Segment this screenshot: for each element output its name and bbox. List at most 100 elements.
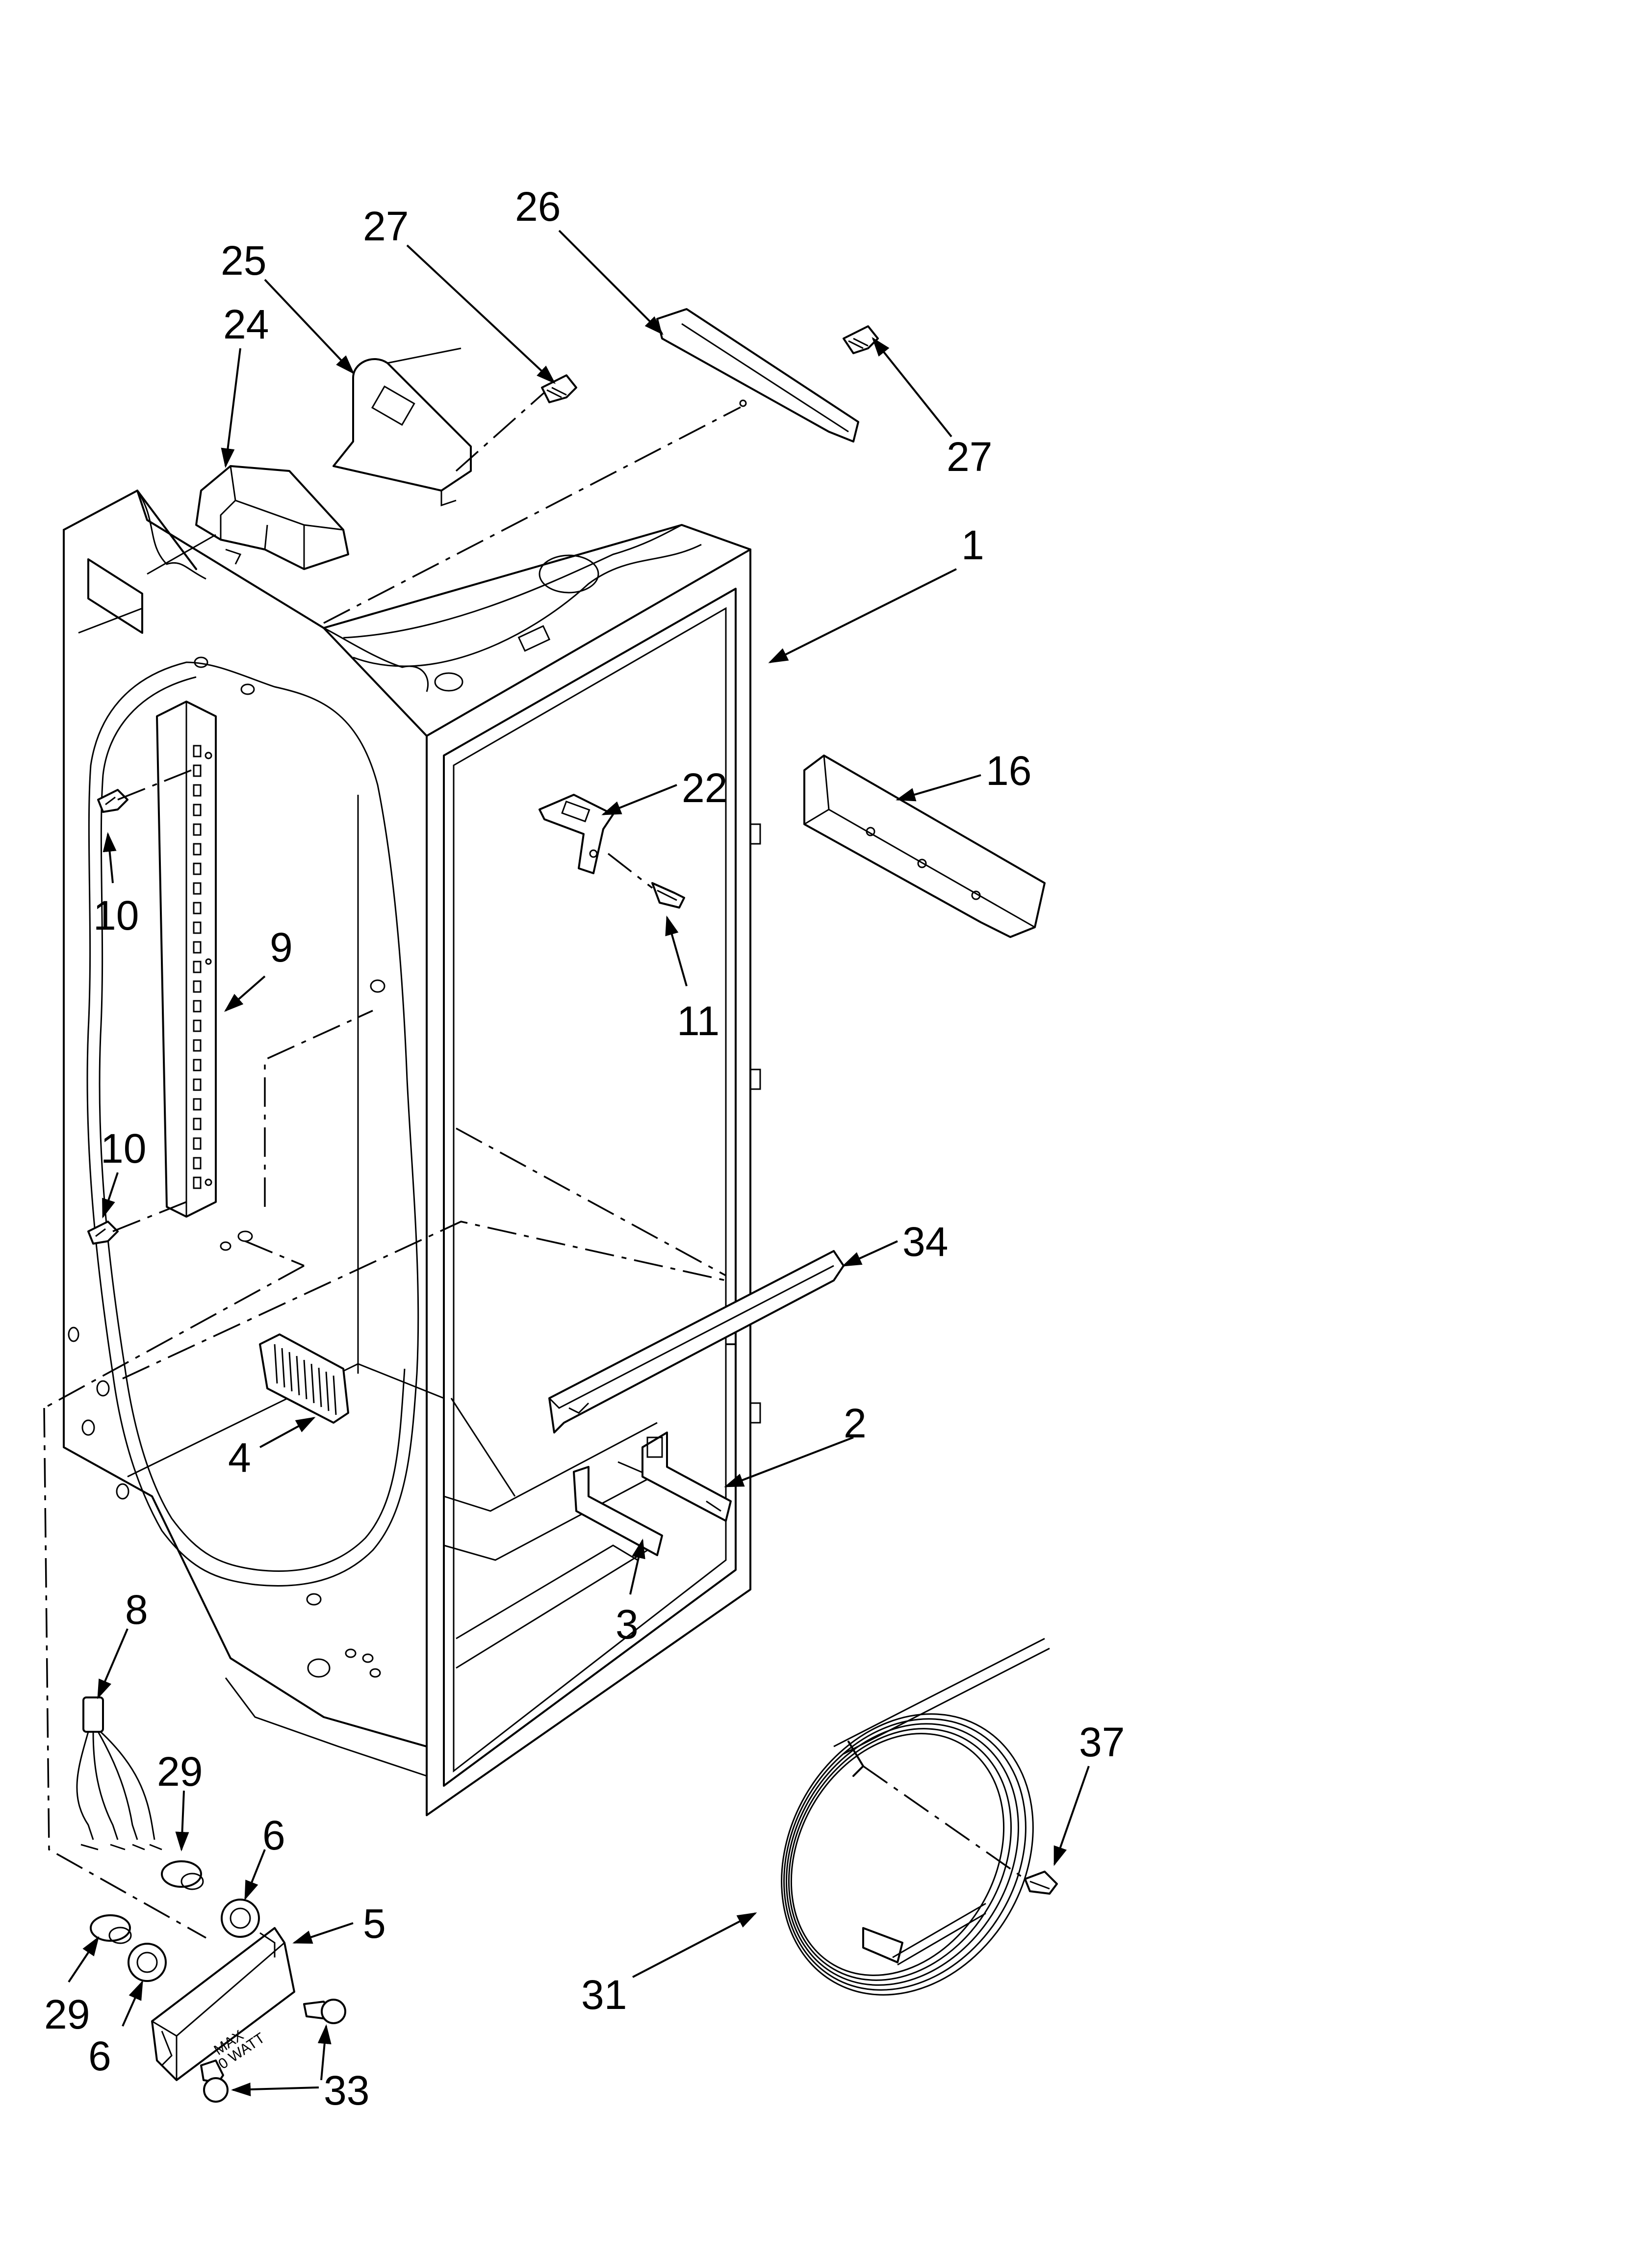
part-9-shelf-ladder [156, 701, 217, 1218]
callout-label: 26 [515, 183, 561, 230]
part-25-light-bracket [333, 347, 472, 507]
part-26-top-channel [656, 308, 859, 443]
callout-11: 11 [665, 915, 719, 1044]
callout-label: 11 [677, 998, 719, 1044]
callout-31: 31 [581, 1912, 757, 2018]
part-31-coiled-tube [781, 1638, 1050, 1996]
ladder-slot [193, 1039, 202, 1052]
callout-9: 9 [224, 924, 293, 1012]
callout-22: 22 [601, 765, 727, 815]
grille-slot [303, 1359, 308, 1400]
part-27-screw-left [541, 374, 577, 403]
callout-1: 1 [768, 522, 984, 663]
callout-5: 5 [292, 1901, 386, 1947]
callout-label: 6 [262, 1812, 285, 1858]
callout-label: 37 [1079, 1719, 1125, 1765]
callout-2: 2 [724, 1400, 867, 1487]
ladder-slot [193, 882, 202, 895]
ladder-slot [193, 1137, 202, 1150]
callout-label: 5 [363, 1901, 386, 1947]
part-4-grille [259, 1333, 349, 1424]
part-3-bracket [573, 1466, 663, 1556]
callout-6-lower: 6 [88, 1980, 143, 2079]
part-5-light-housing: MAX 40 WATT [151, 1927, 295, 2081]
callout-label: 33 [324, 2067, 369, 2113]
callout-label: 27 [363, 203, 409, 249]
callout-label: 31 [581, 1972, 627, 2018]
callout-16: 16 [896, 748, 1031, 802]
callout-label: 24 [223, 301, 269, 347]
callout-6-upper: 6 [244, 1812, 285, 1901]
callout-label: 2 [844, 1400, 867, 1446]
part-37-screw [1024, 1871, 1058, 1895]
cabinet-liner [63, 490, 761, 1816]
ladder-slot [193, 1176, 202, 1189]
ladder-slot [193, 862, 202, 875]
ladder-slot [193, 1157, 202, 1170]
ladder-slot [193, 1118, 202, 1130]
part-24-light-housing [147, 465, 349, 575]
callout-label: 27 [947, 434, 992, 480]
grille-slot [274, 1344, 278, 1384]
ladder-slot [193, 902, 202, 914]
callout-33: 33 [231, 2024, 369, 2113]
ladder-slot [193, 804, 202, 816]
grille-slots [274, 1344, 337, 1415]
ladder-slot [193, 1078, 202, 1091]
callout-34: 34 [842, 1219, 948, 1267]
callout-label: 29 [44, 1991, 90, 2037]
callout-25: 25 [221, 237, 355, 374]
callout-label: 3 [616, 1601, 639, 1647]
grille-slot [288, 1352, 293, 1392]
grille-slot [325, 1371, 330, 1411]
part-22-bracket [539, 794, 614, 874]
part-8-wire-harness [76, 1696, 162, 1851]
part-16-drip-tray [803, 755, 1046, 938]
side-panel-holes [68, 656, 385, 1678]
callout-37: 37 [1053, 1719, 1125, 1866]
grille-slot [281, 1348, 285, 1388]
callout-10-upper: 10 [93, 832, 139, 938]
callout-24: 24 [221, 301, 269, 468]
ladder-slot [193, 921, 202, 934]
ladder-slot [193, 1059, 202, 1071]
callout-27-left: 27 [363, 203, 556, 384]
part-29-socket-lower [90, 1914, 132, 1944]
ladder-slot [193, 980, 202, 993]
ladder-slot [193, 745, 202, 757]
callout-29-upper: 29 [157, 1748, 203, 1851]
callout-label: 4 [228, 1434, 251, 1481]
part-2-bracket [641, 1432, 732, 1522]
part-10-screw-upper [97, 789, 128, 813]
callout-label: 34 [902, 1219, 948, 1265]
callout-label: 8 [125, 1587, 148, 1633]
ladder-slot [193, 941, 202, 954]
grille-slot [333, 1375, 337, 1415]
grille-slot [318, 1367, 322, 1408]
assembly-lines [43, 391, 1026, 1939]
part-34-crossbar [548, 1250, 845, 1434]
callout-label: 10 [93, 892, 139, 938]
callout-label: 6 [88, 2033, 111, 2079]
callout-label: 22 [682, 765, 727, 811]
ladder-slot [193, 961, 202, 973]
callout-label: 9 [270, 924, 293, 970]
callout-4: 4 [228, 1417, 316, 1481]
part-10-screw-lower [87, 1221, 119, 1245]
callout-label: 1 [961, 522, 984, 568]
part-29-socket-upper [161, 1860, 204, 1890]
callout-26: 26 [515, 183, 664, 335]
ladder-slot [193, 1019, 202, 1032]
ladder-slot [193, 843, 202, 856]
grille-slot [310, 1363, 315, 1404]
ladder-slots [193, 745, 202, 1189]
ladder-slot [193, 1098, 202, 1111]
part-11-screw [651, 882, 685, 909]
callout-10-lower: 10 [101, 1125, 146, 1219]
part-6-knob-lower [128, 1943, 167, 1982]
callout-27-right: 27 [872, 337, 992, 480]
callout-label: 10 [101, 1125, 146, 1172]
part-33-pin-lower [200, 2059, 229, 2103]
callout-8: 8 [97, 1587, 148, 1699]
